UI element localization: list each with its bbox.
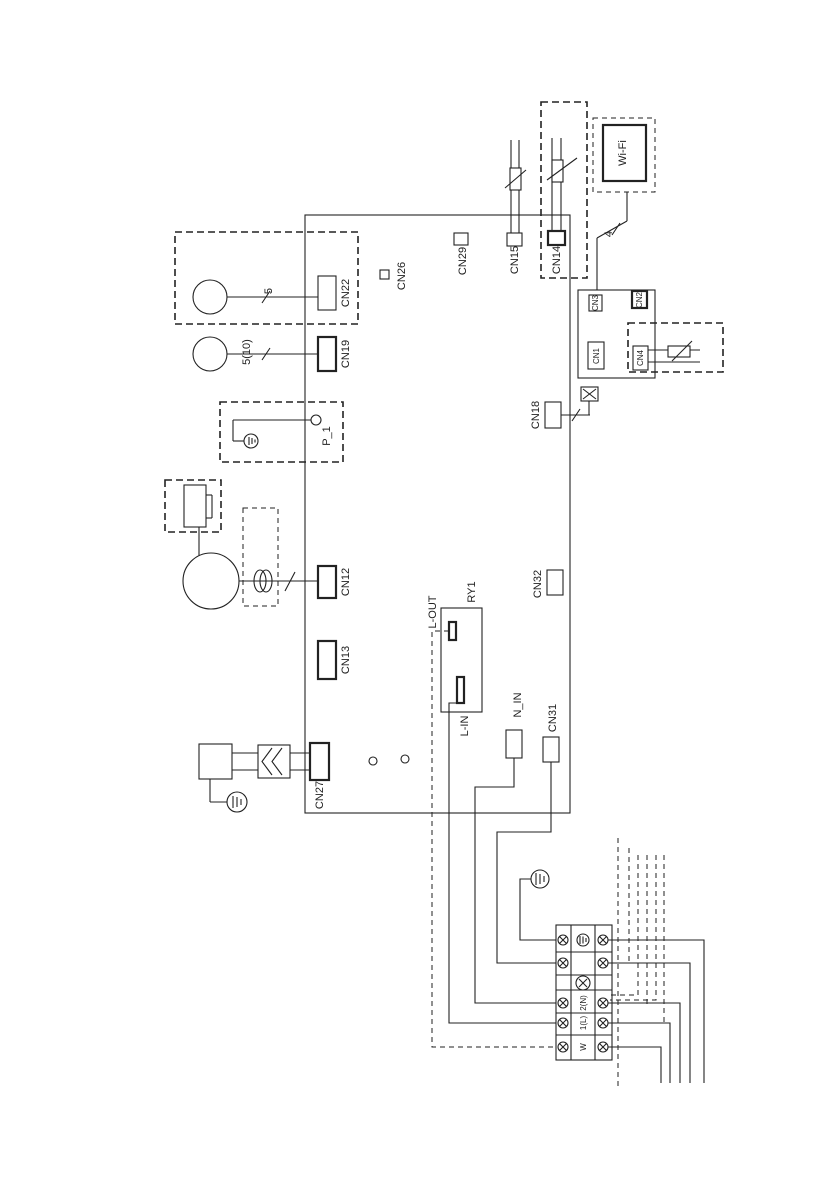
cn13-connector (316, 639, 338, 681)
capacitor-group (242, 507, 279, 607)
subboard-cn2 (630, 289, 649, 310)
overload-group (164, 479, 222, 533)
cn18-label: CN18 (530, 401, 542, 429)
cn19-connector (316, 335, 338, 373)
cn31-connector (542, 736, 560, 763)
subboard-cn1-label: CN1 (592, 347, 601, 364)
subboard-cn4 (632, 345, 649, 371)
cn14-connector (546, 229, 567, 247)
cn18-connector (544, 401, 562, 429)
n-in-connector (505, 729, 523, 759)
terminal-w-label: W (579, 1043, 588, 1051)
relay-l-in-terminal (455, 675, 466, 705)
terminal-block (555, 924, 613, 1061)
pressure-sensor-group (219, 401, 344, 463)
cn14-label: CN14 (551, 246, 563, 274)
wifi-dashed-group (592, 117, 656, 193)
compressor-motor-icon (182, 552, 240, 610)
relay-label: RY1 (466, 581, 478, 602)
cn26-connector (379, 269, 390, 280)
wifi-wire-count: 4 (603, 231, 615, 237)
cn31-label: CN31 (547, 704, 559, 732)
cn19-label: CN19 (340, 340, 352, 368)
cn22-label: CN22 (340, 279, 352, 307)
cn32-connector (546, 569, 564, 596)
pressure-sensor-label: P_1 (321, 426, 333, 446)
cn22-dashed-group (174, 231, 359, 325)
ground-icon (243, 433, 259, 449)
main-pcb (304, 214, 571, 814)
relay-l-out-label: L-OUT (427, 595, 439, 628)
electronic-expansion-valve-icon (198, 743, 233, 780)
cn27-label: CN27 (314, 781, 326, 809)
cn4-dashed-group (627, 322, 724, 373)
wifi-label: Wi-Fi (617, 140, 629, 166)
overload-protector-icon (183, 484, 207, 528)
cn26-label: CN26 (396, 262, 408, 290)
cn22-connector (317, 275, 337, 311)
wifi-module (601, 123, 648, 183)
subboard-cn3 (588, 294, 603, 312)
subboard-cn1 (587, 341, 605, 370)
ferrite-core-icon (253, 569, 267, 593)
subboard-cn2-label: CN2 (635, 291, 644, 308)
cn15-label: CN15 (509, 246, 521, 274)
cn32-label: CN32 (532, 570, 544, 598)
subboard-cn4-label: CN4 (636, 349, 645, 366)
cn29-label: CN29 (457, 247, 469, 275)
mounting-hole (368, 756, 378, 766)
cn15-connector (506, 232, 523, 247)
cn27-connector (308, 741, 331, 782)
motor-icon (192, 336, 228, 372)
cn14-dashed-group (540, 101, 588, 279)
ground-icon (576, 933, 590, 947)
cn13-label: CN13 (340, 646, 352, 674)
cn19-wire-count: 5(10) (241, 339, 253, 365)
magnetic-ring-icon (257, 744, 291, 779)
terminal-l-label: 1(L) (579, 1016, 588, 1031)
temperature-sensor-icon (551, 159, 564, 183)
mounting-hole (400, 754, 410, 764)
relay-l-out-terminal (447, 620, 458, 642)
relay-l-in-label: L-IN (459, 716, 471, 737)
terminal-n-label: 2(N) (579, 995, 588, 1011)
cn12-connector (316, 564, 338, 600)
fan-motor-icon (192, 279, 228, 315)
cn12-label: CN12 (340, 568, 352, 596)
n-in-label: N_IN (512, 692, 524, 717)
temperature-sensor-icon (667, 345, 691, 358)
pressure-sensor-icon (310, 414, 322, 426)
subboard-cn3-label: CN3 (591, 294, 600, 311)
cn22-wire-count: 5 (263, 288, 275, 294)
cn29-connector (453, 232, 469, 246)
